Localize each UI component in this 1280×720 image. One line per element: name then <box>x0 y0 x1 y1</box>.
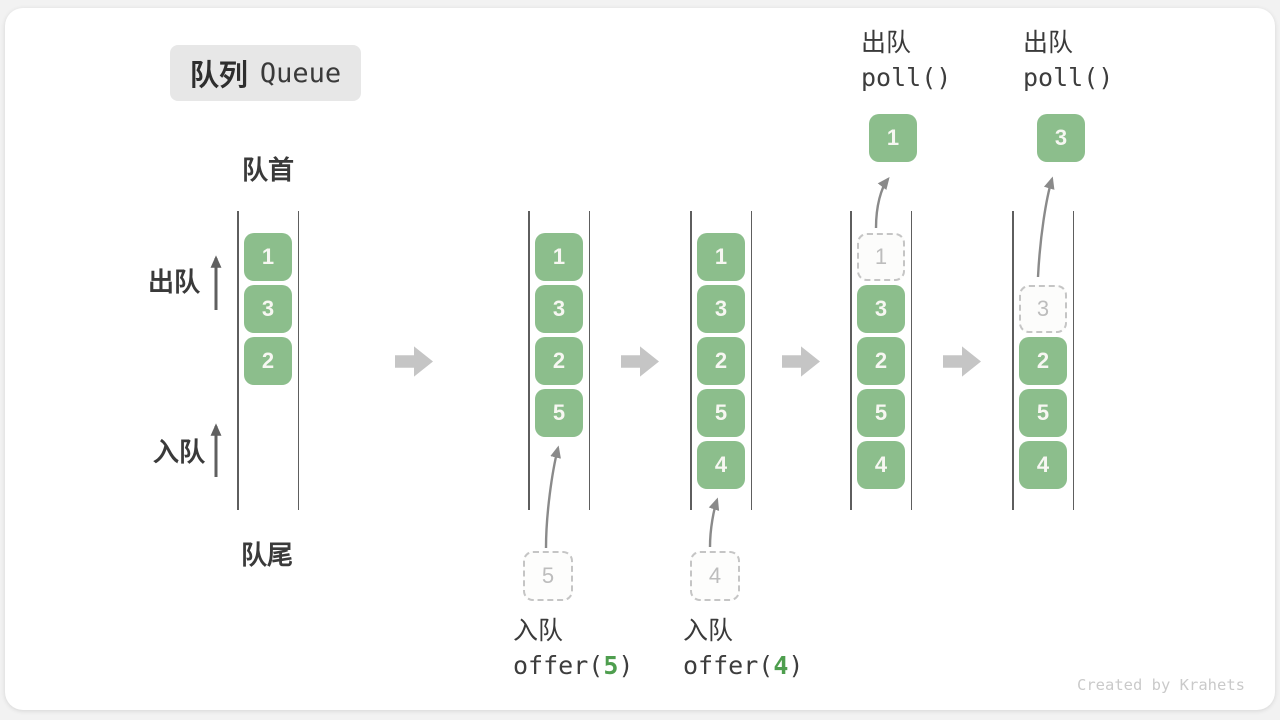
queue-cell: 4 <box>1019 441 1067 489</box>
queue-cell-removed: 1 <box>857 233 905 281</box>
op-arg: 5 <box>603 651 619 680</box>
title-en: Queue <box>259 57 342 89</box>
queue-wall-right <box>1072 211 1074 510</box>
queue-state-3: 1 3 2 5 4 <box>690 211 752 510</box>
queue-wall-right <box>750 211 752 510</box>
queue-cell: 3 <box>535 285 583 333</box>
queue-cell: 2 <box>697 337 745 385</box>
watermark: Created by Krahets <box>1077 676 1245 694</box>
polled-value-box: 3 <box>1037 114 1085 162</box>
op-caption-offer-5: 入队 offer(5) <box>513 614 633 683</box>
queue-wall-left <box>1012 211 1014 510</box>
op-caption-offer-4: 入队 offer(4) <box>683 614 803 683</box>
queue-state-2: 1 3 2 5 <box>528 211 590 510</box>
queue-wall-left <box>850 211 852 510</box>
op-code: poll() <box>1023 63 1114 92</box>
queue-cell: 5 <box>697 389 745 437</box>
queue-state-5: 3 2 5 4 <box>1012 211 1074 510</box>
op-code: offer(5) <box>513 651 634 680</box>
op-label: 入队 <box>683 617 734 645</box>
queue-wall-left <box>237 211 239 510</box>
op-caption-poll-3: 出队 poll() <box>1023 26 1113 95</box>
polled-value-box: 1 <box>869 114 917 162</box>
queue-state-1: 1 3 2 <box>237 211 299 510</box>
queue-wall-left <box>528 211 530 510</box>
label-enqueue: 入队 <box>153 437 206 467</box>
queue-cell: 3 <box>244 285 292 333</box>
op-code: offer(4) <box>683 651 804 680</box>
queue-cell: 2 <box>244 337 292 385</box>
queue-cell-removed: 3 <box>1019 285 1067 333</box>
queue-cell: 5 <box>1019 389 1067 437</box>
queue-state-4: 1 3 2 5 4 <box>850 211 912 510</box>
label-queue-rear: 队尾 <box>241 540 294 570</box>
queue-cell: 2 <box>857 337 905 385</box>
op-label: 出队 <box>861 29 912 57</box>
op-code: poll() <box>861 63 952 92</box>
queue-cell: 3 <box>697 285 745 333</box>
queue-cell: 1 <box>535 233 583 281</box>
queue-cell: 4 <box>857 441 905 489</box>
queue-cell: 1 <box>697 233 745 281</box>
label-queue-front: 队首 <box>242 155 295 185</box>
queue-wall-right <box>588 211 590 510</box>
op-caption-poll-1: 出队 poll() <box>861 26 951 95</box>
op-arg: 4 <box>773 651 789 680</box>
queue-cell: 4 <box>697 441 745 489</box>
queue-cell: 5 <box>535 389 583 437</box>
pending-value-box: 5 <box>523 551 573 601</box>
title-badge: 队列 Queue <box>170 45 361 101</box>
queue-cell: 1 <box>244 233 292 281</box>
queue-cell: 3 <box>857 285 905 333</box>
label-dequeue: 出队 <box>148 267 201 297</box>
queue-cell: 5 <box>857 389 905 437</box>
pending-value-box: 4 <box>690 551 740 601</box>
queue-wall-left <box>690 211 692 510</box>
queue-wall-right <box>910 211 912 510</box>
op-label: 入队 <box>513 617 564 645</box>
title-zh: 队列 <box>189 60 248 92</box>
op-label: 出队 <box>1023 29 1074 57</box>
queue-wall-right <box>297 211 299 510</box>
queue-cell: 2 <box>1019 337 1067 385</box>
queue-cell: 2 <box>535 337 583 385</box>
